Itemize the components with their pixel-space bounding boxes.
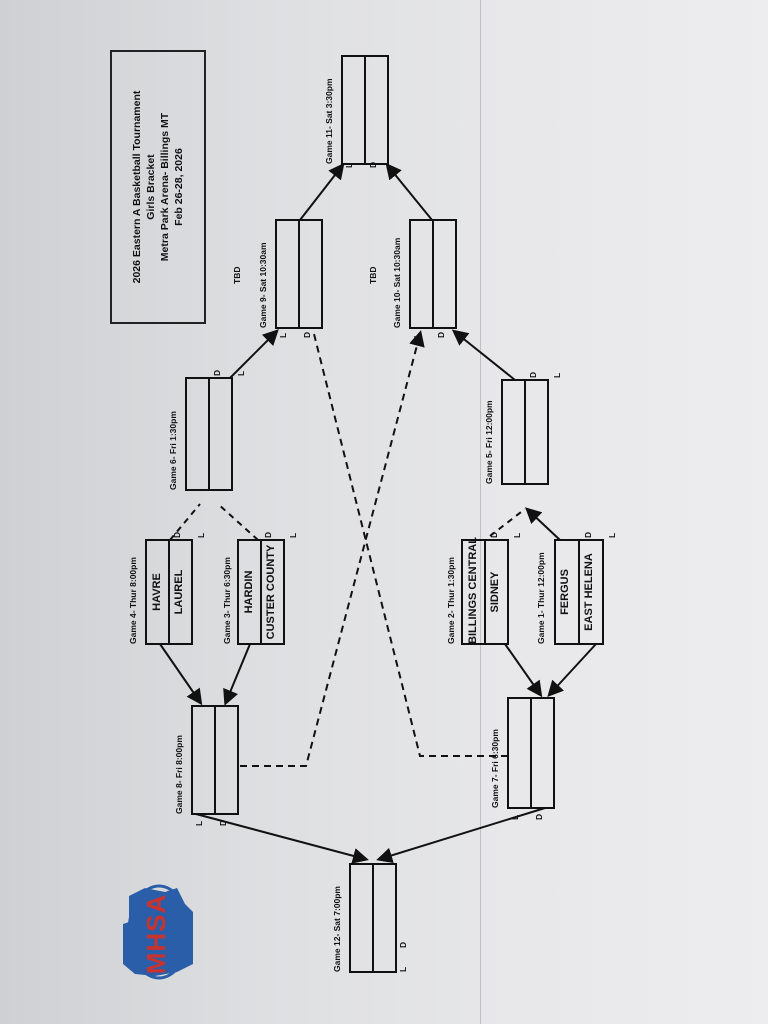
decision-mark: D: [212, 369, 222, 376]
team-hardin: HARDIN: [243, 570, 255, 614]
loss-mark: L: [236, 370, 246, 376]
game8-label: Game 8- Fri 8:00pm: [174, 735, 184, 814]
mhsa-logo-text: MHSA: [141, 893, 171, 975]
decision-mark: D: [218, 819, 228, 826]
bracket-subtitle: Girls Bracket: [145, 154, 157, 220]
decision-mark: D: [368, 161, 378, 168]
loss-mark: L: [512, 532, 522, 538]
team-laurel: LAUREL: [173, 569, 185, 615]
loss-mark: L: [607, 532, 617, 538]
mhsa-logo-icon: [123, 884, 193, 980]
game1-label: Game 1- Thur 12:00pm: [536, 552, 546, 644]
decision-mark: D: [583, 531, 593, 538]
loss-mark: L: [412, 332, 422, 338]
team-east-helena: EAST HELENA: [583, 553, 595, 631]
decision-mark: D: [436, 331, 446, 338]
team-sidney: SIDNEY: [489, 571, 501, 613]
dates-line: Feb 26-28, 2026: [173, 148, 185, 226]
team-billings-central: BILLINGS CENTRAL: [467, 537, 479, 644]
loss-mark: L: [552, 372, 562, 378]
loss-mark: L: [510, 814, 520, 820]
team-havre: HAVRE: [151, 573, 163, 611]
game7-label: Game 7- Fri 6:30pm: [490, 729, 500, 808]
decision-mark: D: [302, 331, 312, 338]
game11-label: Game 11- Sat 3:30pm: [324, 78, 334, 164]
venue-line: Metra Park Arena- Billings MT: [159, 112, 171, 262]
game12-label: Game 12- Sat 7:00pm: [332, 886, 342, 972]
team-custer-county: CUSTER COUNTY: [265, 544, 277, 640]
tournament-title: 2026 Eastern A Basketball Tournament: [131, 90, 143, 284]
decision-mark: D: [172, 531, 182, 538]
loss-mark: L: [196, 532, 206, 538]
game10-tbd: TBD: [368, 266, 378, 284]
loss-mark: L: [194, 820, 204, 826]
game4-label: Game 4- Thur 8:00pm: [128, 557, 138, 644]
mhsa-logo: MHSA: [115, 874, 205, 984]
game10-label: Game 10- Sat 10:30am: [392, 237, 402, 328]
loss-mark: L: [278, 332, 288, 338]
game2-label: Game 2- Thur 1:30pm: [446, 557, 456, 644]
game6-label: Game 6- Fri 1:30pm: [168, 411, 178, 490]
decision-mark: D: [534, 813, 544, 820]
tournament-title-box: 2026 Eastern A Basketball Tournament Gir…: [110, 50, 206, 324]
game5-label: Game 5- Fri 12:00pm: [484, 400, 494, 484]
loss-mark: L: [288, 532, 298, 538]
game3-label: Game 3- Thur 6:30pm: [222, 557, 232, 644]
decision-mark: D: [528, 371, 538, 378]
game9-label: Game 9- Sat 10:30am: [258, 242, 268, 328]
loss-mark: L: [344, 162, 354, 168]
decision-mark: D: [398, 941, 408, 948]
decision-mark: D: [263, 531, 273, 538]
team-fergus: FERGUS: [559, 569, 571, 615]
decision-mark: D: [489, 531, 499, 538]
game9-tbd: TBD: [232, 266, 242, 284]
loss-mark: L: [398, 966, 408, 972]
